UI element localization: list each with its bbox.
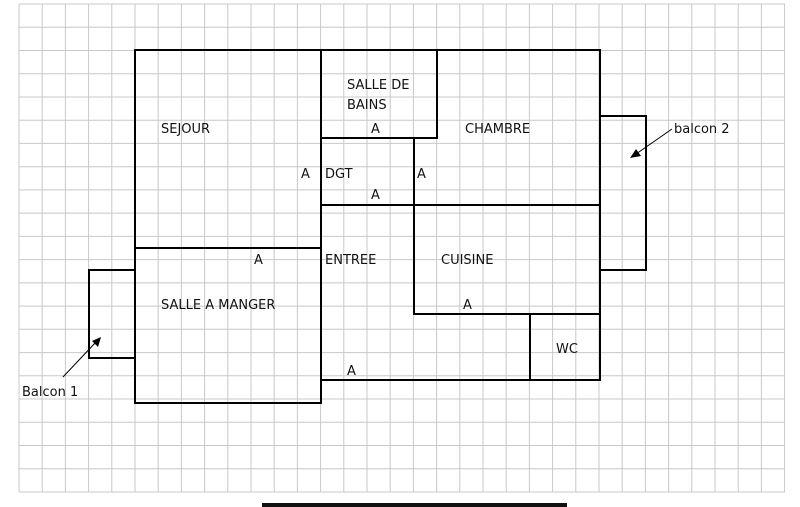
label-entree: ENTREE <box>325 253 376 268</box>
label-dgt: DGT <box>325 167 353 182</box>
walls <box>88 49 647 404</box>
arrowhead-balcon-2-icon <box>630 149 641 158</box>
pointer-balcon-2 <box>635 128 673 155</box>
label-balcon-1: Balcon 1 <box>22 385 78 400</box>
door-marker-cuisine: A <box>463 298 472 313</box>
label-salle-de-bains-line2: BAINS <box>347 98 387 113</box>
label-chambre: CHAMBRE <box>465 122 530 137</box>
wall-salle-de-bains <box>320 49 438 139</box>
label-wc: WC <box>556 342 578 357</box>
door-marker-chambre: A <box>417 167 426 182</box>
pointer-balcon-1 <box>62 341 97 378</box>
arrowhead-balcon-1-icon <box>92 337 101 347</box>
label-sejour: SEJOUR <box>161 122 210 137</box>
door-marker-dgt: A <box>371 188 380 203</box>
label-cuisine: CUISINE <box>441 253 493 268</box>
bottom-bar <box>262 503 567 507</box>
balcon-1-outline <box>88 269 136 359</box>
label-salle-a-manger: SALLE A MANGER <box>161 298 275 313</box>
balcon-2-outline <box>599 115 647 271</box>
label-salle-de-bains-line1: SALLE DE <box>347 78 409 93</box>
door-marker-salle-de-bains: A <box>371 122 380 137</box>
label-balcon-2: balcon 2 <box>674 122 730 137</box>
door-marker-salle-a-manger: A <box>254 253 263 268</box>
door-marker-sejour: A <box>301 167 310 182</box>
door-marker-entree: A <box>347 364 356 379</box>
